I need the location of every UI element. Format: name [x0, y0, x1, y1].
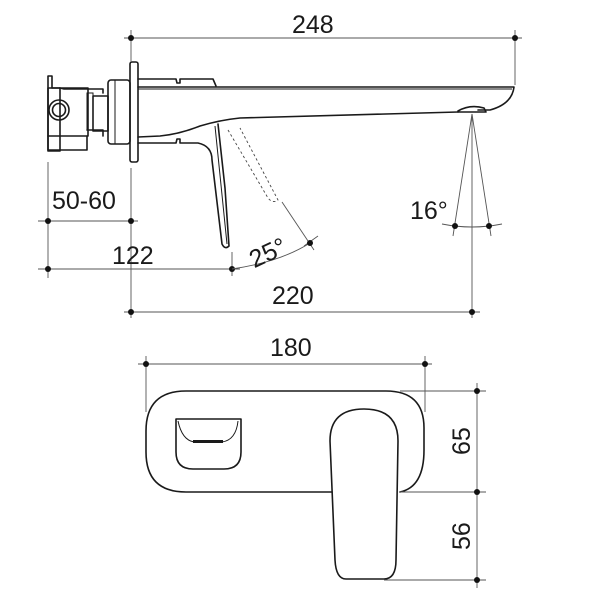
dim-16-degree: 16°	[410, 113, 503, 237]
dim-122-label: 122	[112, 242, 154, 270]
dim-180: 180	[138, 334, 432, 412]
dim-180-label: 180	[270, 334, 312, 362]
wall-plate	[145, 390, 425, 493]
dim-248: 248	[124, 11, 522, 85]
dim-50-60-label: 50-60	[52, 187, 116, 215]
dim-220-label: 220	[272, 282, 314, 310]
dim-16-degree-label: 16°	[410, 197, 448, 225]
wall-flange	[129, 61, 139, 163]
dim-56-label: 56	[448, 522, 476, 550]
dim-248-label: 248	[292, 11, 334, 39]
side-view: 248 50-60 122 25°	[38, 11, 522, 318]
handle-lever	[137, 123, 230, 249]
spout-body	[137, 78, 515, 138]
handle-rotated-position	[227, 127, 279, 203]
dim-56: 56	[384, 522, 486, 583]
dim-50-60: 50-60	[38, 162, 138, 318]
front-view: 180 65 56	[138, 334, 486, 588]
valve-body	[47, 75, 131, 152]
dim-65: 65	[400, 383, 486, 588]
dim-65-label: 65	[448, 427, 476, 455]
dim-122: 122	[38, 242, 240, 276]
dim-220: 220	[124, 114, 480, 318]
dim-25-degree-label: 25°	[245, 232, 291, 273]
handle-lever-front	[329, 408, 399, 580]
dim-25-degree: 25°	[231, 201, 319, 274]
spout-outlet	[175, 418, 242, 470]
